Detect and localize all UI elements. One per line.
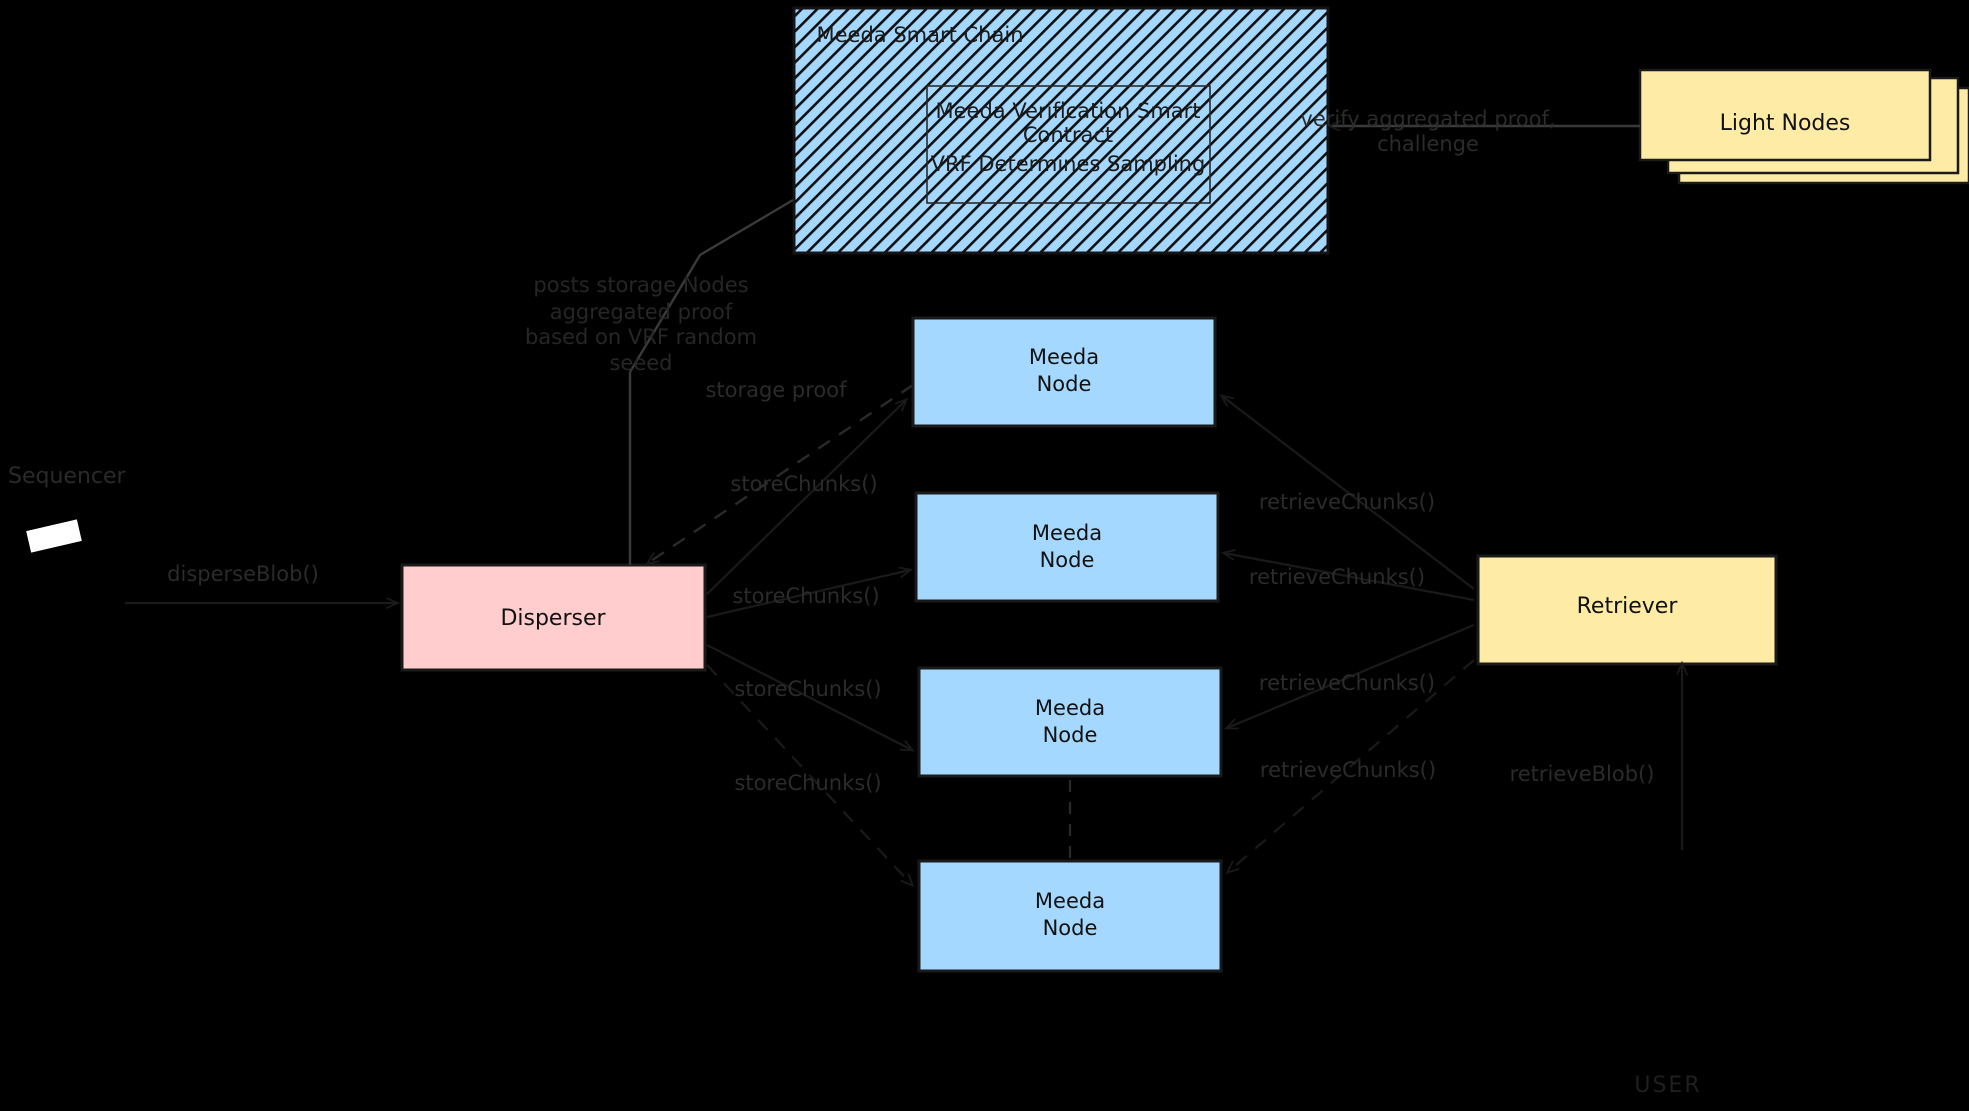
edge-label-retrieve-chunks-2: retrieveChunks() <box>1249 565 1425 589</box>
edge-label-verify-line2: challenge <box>1377 132 1479 156</box>
meeda-node-1-line1: Meeda <box>1029 345 1099 369</box>
retriever-group[interactable]: Retriever <box>1476 554 1778 666</box>
meeda-node-1-line2: Node <box>1037 372 1092 396</box>
edge-label-posts-proof-line4: seeed <box>609 351 672 375</box>
edge-posts-aggregated-proof[interactable]: posts storage Nodes aggregated proof bas… <box>525 198 794 565</box>
sequencer-label: Sequencer <box>8 464 127 489</box>
user-group[interactable]: USER <box>1634 1073 1701 1098</box>
light-nodes-card-front[interactable] <box>1638 68 1932 162</box>
edge-retrieve-chunks-1[interactable]: retrieveChunks() <box>1222 396 1475 590</box>
edge-retrieve-chunks-2[interactable]: retrieveChunks() <box>1224 553 1475 602</box>
edge-label-posts-proof-line1: posts storage Nodes <box>533 273 748 297</box>
edge-store-chunks-4[interactable]: storeChunks() <box>706 664 912 885</box>
meeda-node-3-line1: Meeda <box>1035 696 1105 720</box>
edge-disperse-blob[interactable]: disperseBlob() <box>125 562 397 603</box>
meeda-node-1-group[interactable]: Meeda Node <box>911 316 1217 428</box>
meeda-node-2-group[interactable]: Meeda Node <box>914 491 1220 603</box>
meeda-node-2-line2: Node <box>1040 548 1095 572</box>
meeda-node-3-group[interactable]: Meeda Node <box>917 666 1223 778</box>
edge-label-retrieve-blob: retrieveBlob() <box>1510 762 1655 786</box>
edge-label-posts-proof-line3: based on VRF random <box>525 325 757 349</box>
disperser-group[interactable]: Disperser <box>400 563 707 672</box>
edge-label-retrieve-chunks-4: retrieveChunks() <box>1260 758 1436 782</box>
edge-store-chunks-2[interactable]: storeChunks() <box>706 570 910 619</box>
edge-store-chunks-1[interactable]: storeChunks() <box>706 400 906 595</box>
edge-retrieve-blob[interactable]: retrieveBlob() <box>1510 664 1682 850</box>
disperser-box[interactable] <box>400 563 707 672</box>
edge-label-retrieve-chunks-1: retrieveChunks() <box>1259 490 1435 514</box>
meeda-smart-chain-label: Meeda Smart Chain <box>816 23 1023 47</box>
edge-label-store-chunks-1: storeChunks() <box>730 472 877 496</box>
user-label: USER <box>1634 1073 1701 1098</box>
meeda-node-2-box[interactable] <box>914 491 1220 603</box>
edge-label-store-chunks-3: storeChunks() <box>734 677 881 701</box>
edge-label-retrieve-chunks-3: retrieveChunks() <box>1259 671 1435 695</box>
edge-retrieve-chunks-4[interactable]: retrieveChunks() <box>1228 659 1475 872</box>
meeda-node-4-box[interactable] <box>917 859 1223 973</box>
edge-label-storage-proof: storage proof <box>705 378 847 402</box>
edge-label-verify-line1: verify aggregated proof, <box>1300 107 1555 131</box>
edge-label-store-chunks-2: storeChunks() <box>732 584 879 608</box>
edge-retrieve-chunks-3[interactable]: retrieveChunks() <box>1227 623 1475 728</box>
edge-label-disperse-blob: disperseBlob() <box>167 562 319 586</box>
meeda-node-4-group[interactable]: Meeda Node <box>917 859 1223 973</box>
verification-contract-line3: VRF Determines Sampling <box>931 152 1206 176</box>
meeda-node-3-line2: Node <box>1043 723 1098 747</box>
edge-label-posts-proof-line2: aggregated proof <box>550 300 733 324</box>
sequencer-shape[interactable] <box>26 519 82 553</box>
meeda-smart-chain-group[interactable]: Meeda Smart Chain Meeda Verification Sma… <box>792 6 1330 255</box>
light-nodes-group[interactable]: Light Nodes <box>1638 68 1969 185</box>
sequencer-group[interactable]: Sequencer <box>8 464 127 553</box>
verification-contract-line1: Meeda Verification Smart <box>935 99 1200 123</box>
retriever-label: Retriever <box>1577 594 1679 619</box>
meeda-node-3-box[interactable] <box>917 666 1223 778</box>
meeda-node-1-box[interactable] <box>911 316 1217 428</box>
meeda-node-2-line1: Meeda <box>1032 521 1102 545</box>
edge-label-store-chunks-4: storeChunks() <box>734 771 881 795</box>
retriever-box[interactable] <box>1476 554 1778 666</box>
light-nodes-label: Light Nodes <box>1720 111 1851 136</box>
meeda-node-4-line1: Meeda <box>1035 889 1105 913</box>
verification-contract-line2: Contract <box>1023 123 1113 147</box>
edge-store-chunks-3[interactable]: storeChunks() <box>706 644 912 750</box>
meeda-node-4-line2: Node <box>1043 916 1098 940</box>
verification-contract-box[interactable] <box>926 85 1211 204</box>
edge-verify-aggregated-proof[interactable]: verify aggregated proof, challenge <box>1300 107 1640 156</box>
edge-storage-proof[interactable]: storage proof <box>648 378 914 563</box>
disperser-label: Disperser <box>500 606 606 631</box>
